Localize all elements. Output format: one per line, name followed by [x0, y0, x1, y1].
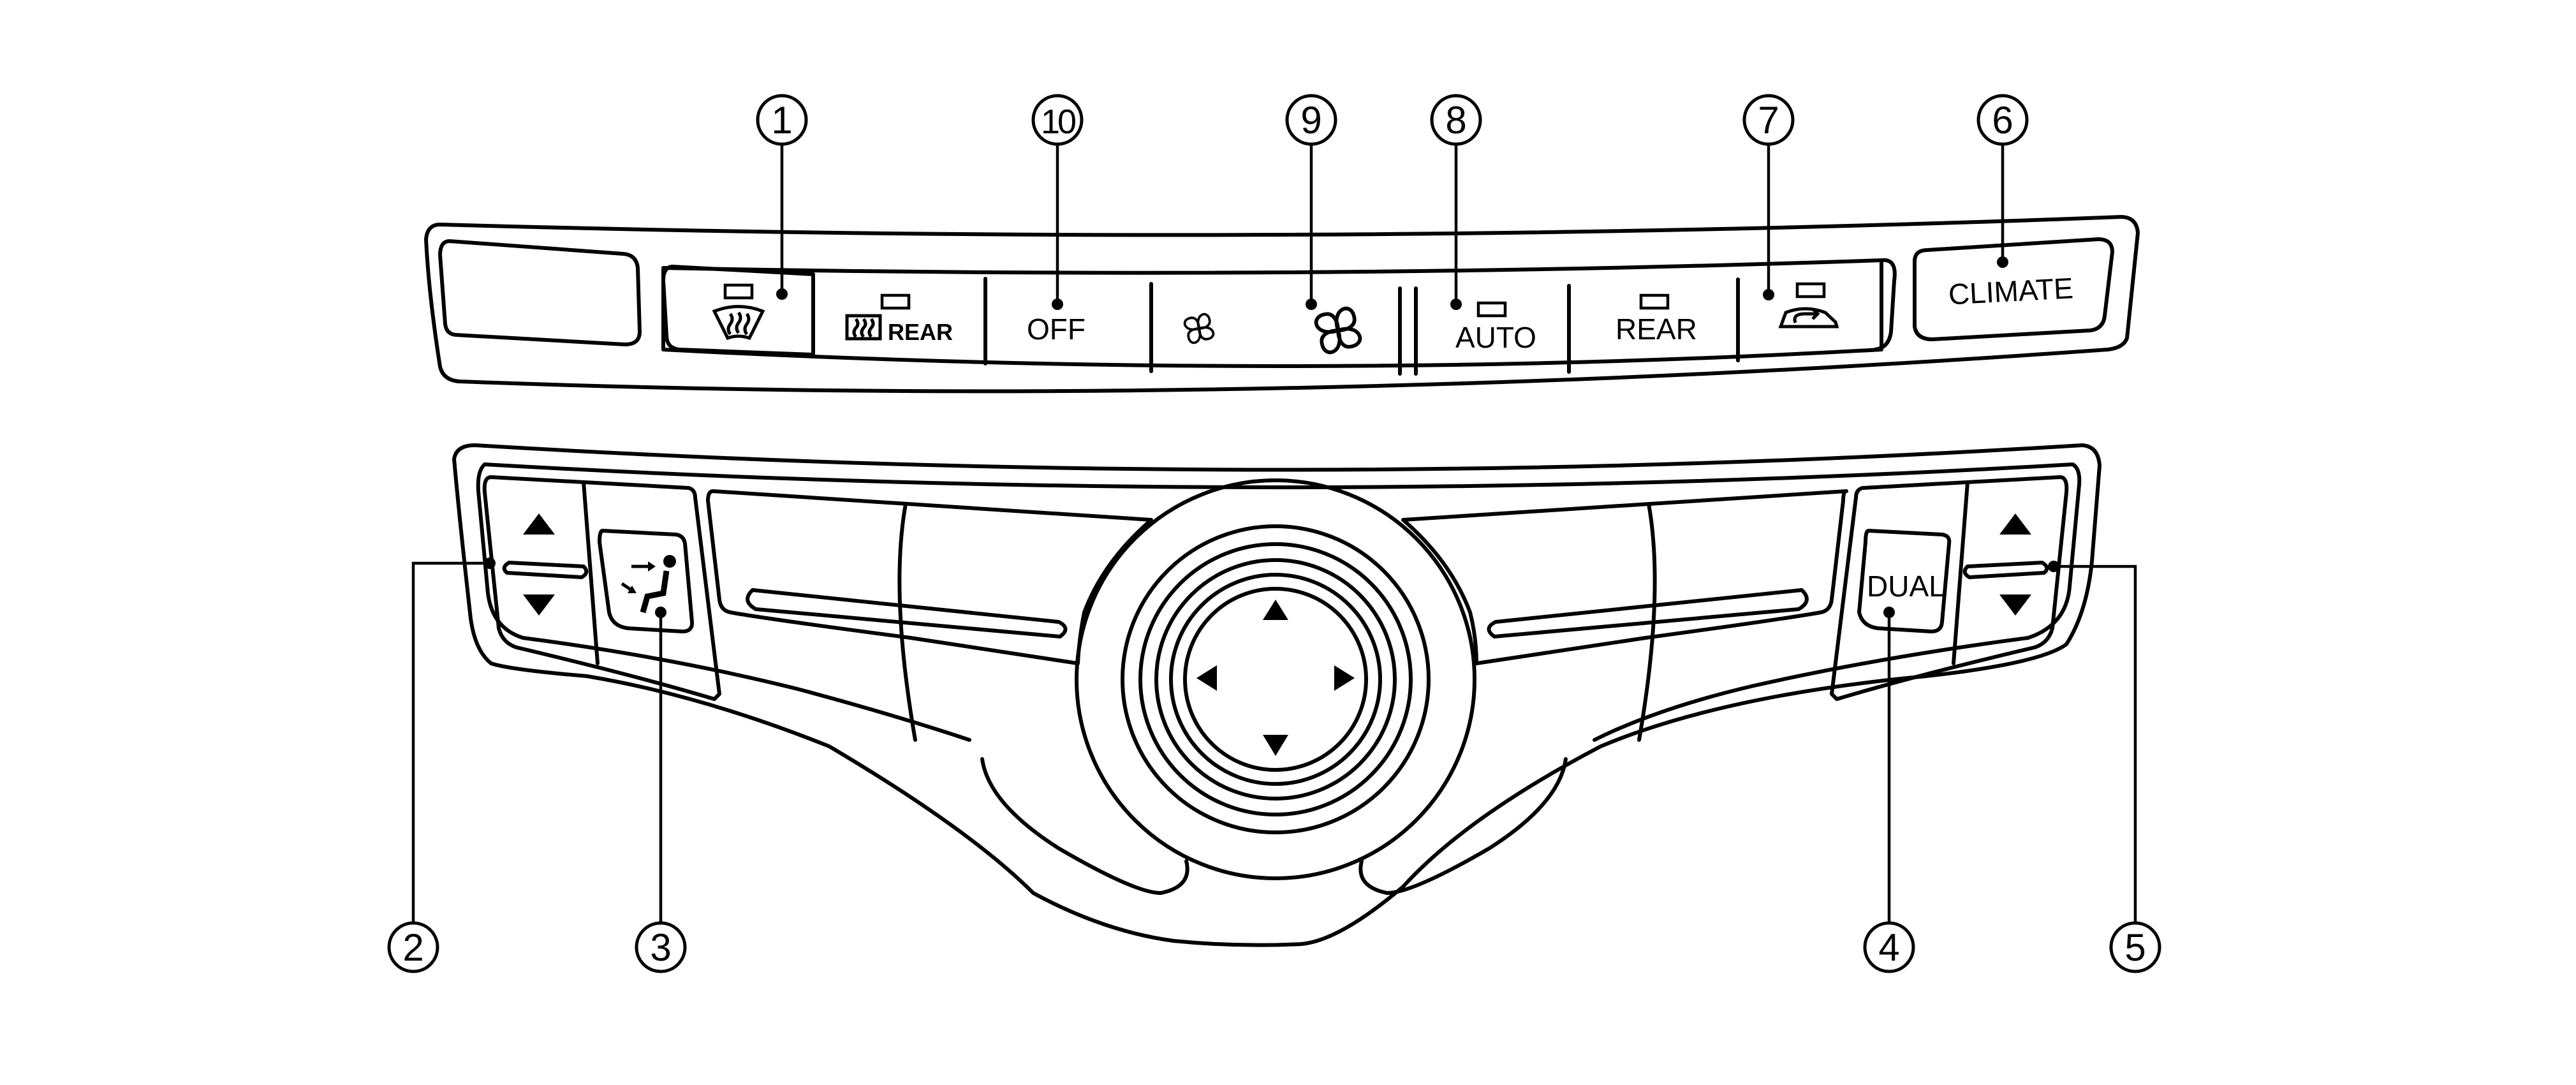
callout-8-number: 8 [1445, 99, 1466, 142]
center-dial[interactable] [1075, 478, 1476, 880]
right-temperature-button[interactable] [1830, 475, 2069, 701]
callout-10-number: 10 [1041, 103, 1075, 141]
left-temp-down-arrow[interactable] [523, 594, 555, 616]
fan-low-icon [1183, 313, 1215, 344]
callout-leaders [411, 142, 2137, 922]
lower-panel: DUAL [452, 443, 2101, 947]
air-recirculation-indicator [1795, 282, 1826, 299]
callout-4-number: 4 [1878, 926, 1899, 969]
callout-6: 6 [1976, 94, 2029, 146]
dual-button-label[interactable]: DUAL [1867, 570, 1945, 603]
blank-button[interactable] [438, 239, 642, 346]
callout-2: 2 [387, 921, 439, 973]
callout-5-number: 5 [2124, 926, 2145, 969]
dual-button[interactable] [1857, 529, 1952, 633]
callout-10: 10 [1031, 94, 1084, 146]
callout-3: 3 [635, 921, 687, 973]
rear-defroster-indicator [880, 293, 911, 310]
climate-button[interactable] [1913, 237, 2114, 341]
callout-1: 1 [756, 94, 808, 146]
off-button-label[interactable]: OFF [1027, 313, 1086, 346]
left-temp-up-arrow[interactable] [523, 513, 555, 535]
triangle-arrow-icon [523, 513, 2031, 756]
front-defroster-icon [712, 305, 765, 341]
callout-1-number: 1 [771, 99, 792, 142]
rear-button-label[interactable]: REAR [1616, 313, 1697, 346]
climate-button-label[interactable]: CLIMATE [1948, 271, 2074, 311]
front-defroster-button[interactable] [661, 265, 815, 357]
callout-9: 9 [1285, 94, 1337, 146]
air-flow-icon [621, 555, 676, 614]
auto-button-label[interactable]: AUTO [1455, 321, 1536, 354]
callout-7-number: 7 [1758, 99, 1779, 142]
right-temp-down-arrow[interactable] [1999, 594, 2031, 616]
callout-5: 5 [2109, 921, 2161, 973]
auto-indicator [1476, 301, 1507, 318]
right-temperature-separator [1962, 561, 2049, 579]
fan-high-icon [1314, 306, 1362, 355]
callout-2-number: 2 [402, 926, 423, 969]
right-temperature-bar [1487, 588, 1809, 638]
dial-left-arrow[interactable] [1196, 665, 1217, 691]
upper-panel: REAR OFF AUTO REAR CLIMATE [424, 215, 2140, 394]
callout-6-number: 6 [1992, 99, 2013, 142]
left-temperature-button[interactable] [482, 475, 721, 701]
left-temperature-separator [502, 561, 589, 579]
rear-indicator [1639, 293, 1670, 310]
callout-8: 8 [1430, 94, 1482, 146]
air-recirculation-icon [1778, 307, 1839, 328]
right-temp-up-arrow[interactable] [1999, 513, 2031, 535]
callout-3-number: 3 [650, 926, 671, 969]
rear-defroster-label: REAR [888, 319, 953, 345]
left-temperature-bar [746, 588, 1068, 638]
dial-up-arrow[interactable] [1263, 600, 1288, 620]
rear-defroster-icon [845, 314, 882, 341]
dial-down-arrow[interactable] [1263, 735, 1288, 756]
air-flow-button[interactable] [598, 529, 695, 633]
callout-4: 4 [1863, 921, 1915, 973]
callout-7: 7 [1742, 94, 1795, 146]
dial-right-arrow[interactable] [1334, 665, 1355, 691]
callout-9-number: 9 [1300, 99, 1321, 142]
front-defroster-indicator [723, 283, 754, 300]
